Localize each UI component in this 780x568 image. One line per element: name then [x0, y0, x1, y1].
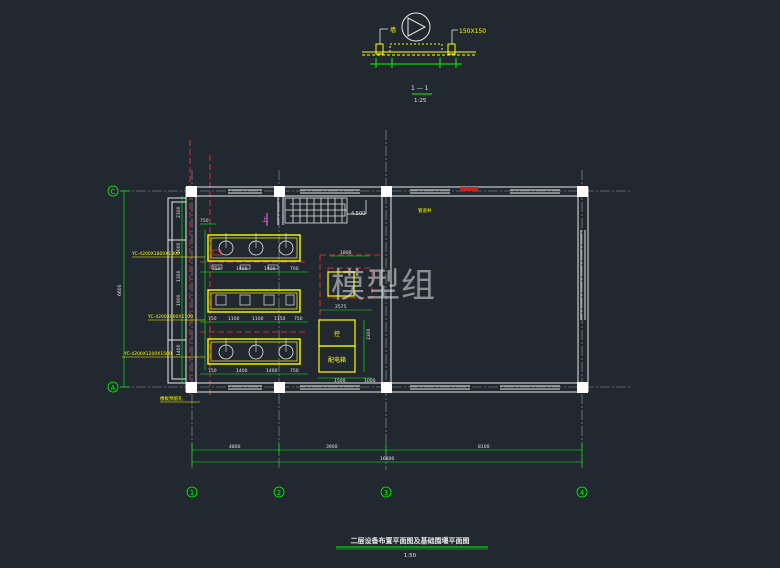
stair-level: 4.500 [351, 211, 365, 217]
control-units [318, 271, 356, 373]
columns [186, 186, 588, 393]
tag-leaders [122, 256, 205, 403]
unit-a-label: 控 [334, 330, 340, 338]
drawing-title: 二层设备布置平面图及基础围堰平面图 1:50 [336, 536, 488, 559]
detail-scale: 1:25 [414, 98, 427, 104]
dim-seg-1: 4800 [229, 444, 241, 450]
dim-r2-a: 750 [208, 316, 217, 322]
dim-r3-b: 1400 [236, 368, 248, 374]
detail-bubble [401, 12, 431, 42]
dim-r2-e: 750 [294, 316, 303, 322]
red-door-mark [460, 187, 478, 191]
dim-unit-1: 1800 [340, 250, 352, 256]
dim-r1-b: 1400 [236, 266, 248, 272]
axis-bubbles [107, 185, 588, 498]
title-main: 二层设备布置平面图及基础围堰平面图 [351, 536, 470, 545]
equipment-row-2 [207, 289, 301, 313]
stair-up-label: 上 [262, 216, 268, 224]
dim-r3-d: 750 [290, 368, 299, 374]
tag-2: YC-4200X900X1100 [147, 314, 193, 320]
detail-left-label: 墙 [390, 26, 396, 34]
dim-unit-3: 1500 [334, 378, 346, 384]
dim-left-seg-3: 1300 [176, 270, 182, 282]
dim-total: 16800 [380, 456, 394, 462]
equipment-row-3 [207, 338, 301, 365]
dim-left-seg-2: 2000 [176, 242, 182, 254]
axis-c: C [111, 188, 116, 196]
dim-r2-b: 1100 [228, 316, 240, 322]
axis-3: 3 [384, 489, 388, 497]
axis-4: 4 [580, 489, 585, 497]
axis-a: A [111, 384, 116, 392]
equipment-row-1 [207, 233, 301, 270]
tag-1: YC-4200X1800X1800 [131, 251, 180, 257]
tag-3: YC-4200X1200X1500 [123, 351, 172, 357]
dim-r1-d: 700 [290, 266, 299, 272]
dim-unit-4: 1000 [364, 378, 376, 384]
dim-unit-5: 2300 [366, 328, 372, 340]
dim-row1-top: 750 [200, 218, 209, 224]
axis-2: 2 [277, 489, 281, 497]
dim-left-seg-5: 1400 [176, 344, 182, 356]
tag-texts: YC-4200X1800X1800 YC-4200X900X1100 YC-42… [123, 207, 432, 402]
dim-r2-c: 1100 [252, 316, 264, 322]
axis-1: 1 [190, 489, 194, 497]
dim-seg-2: 3900 [326, 444, 338, 450]
dim-r2-d: 1150 [274, 316, 286, 322]
watermark: 模型组 [331, 266, 436, 306]
section-detail: 墙 150X150 1 — 1 1:25 [362, 12, 486, 104]
dim-left-seg-4: 1900 [176, 294, 182, 306]
dimension-texts: 4800 3900 8100 16800 6600 2300 2000 1300… [117, 206, 490, 462]
stair [284, 197, 367, 224]
axis-labels: 1 2 3 4 C A [111, 188, 585, 497]
dimension-lines [120, 190, 583, 466]
side-note: 楼板预留孔 [160, 395, 183, 402]
dim-left-seg-1: 2300 [176, 206, 182, 218]
dim-seg-3: 8100 [478, 444, 490, 450]
dim-r3-a: 750 [208, 368, 217, 374]
unit-b-label: 配电箱 [328, 356, 346, 364]
title-scale: 1:50 [404, 553, 417, 559]
section-mark: 1 — 1 [411, 85, 429, 92]
pipe-note: 管道井 [418, 207, 432, 214]
dim-r1-c: 1400 [264, 266, 276, 272]
dim-r3-c: 1400 [266, 368, 278, 374]
detail-arrow-icon [407, 17, 427, 37]
dim-r1-a: 750 [212, 266, 221, 272]
dim-unit-2: 2575 [335, 304, 347, 310]
dim-left-total: 6600 [117, 284, 123, 296]
detail-right-label: 150X150 [459, 28, 486, 35]
hidden-lines [189, 140, 380, 395]
